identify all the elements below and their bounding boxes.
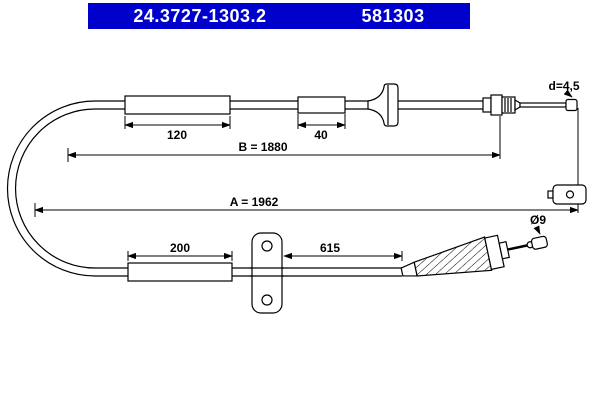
mounting-bracket: [250, 232, 284, 314]
title-bar: 24.3727-1303.2 581303: [88, 3, 470, 29]
dimension-lower-span: 615: [283, 241, 403, 261]
upper-sleeve: [124, 95, 231, 115]
dim-label-615: 615: [320, 241, 340, 255]
equalizer-clip: [547, 184, 587, 205]
spring-end-fitting: [530, 235, 548, 250]
grommet-bell: [367, 83, 399, 127]
dimension-lower-sleeve: 200: [127, 241, 233, 261]
label-end-diameter: d=4,5: [548, 79, 580, 98]
label-spring-diameter: Ø9: [530, 213, 546, 235]
reference-number: 581303: [361, 5, 425, 26]
adjuster-fitting: [482, 94, 578, 116]
spring-cone: [413, 236, 493, 277]
dim-label-b: B = 1880: [238, 140, 287, 154]
lower-sleeve: [127, 262, 233, 282]
spring-cone-assembly: [400, 234, 548, 277]
dimension-upper-boot: 40: [297, 114, 346, 142]
dim-label-d45: d=4,5: [548, 79, 579, 93]
upper-boot-sleeve: [297, 96, 346, 114]
cable-end-cap: [565, 98, 578, 112]
dimension-b: B = 1880: [67, 140, 501, 162]
dim-label-dia9: Ø9: [530, 213, 546, 227]
dimension-a: A = 1962: [34, 195, 579, 217]
dim-label-200: 200: [170, 241, 190, 255]
dim-label-a: A = 1962: [230, 195, 279, 209]
dim-label-40: 40: [314, 128, 328, 142]
part-number: 24.3727-1303.2: [133, 5, 267, 26]
dim-label-120: 120: [167, 128, 187, 142]
dimension-upper-sleeve: 120: [124, 116, 231, 142]
cable-outline: [6, 100, 486, 277]
